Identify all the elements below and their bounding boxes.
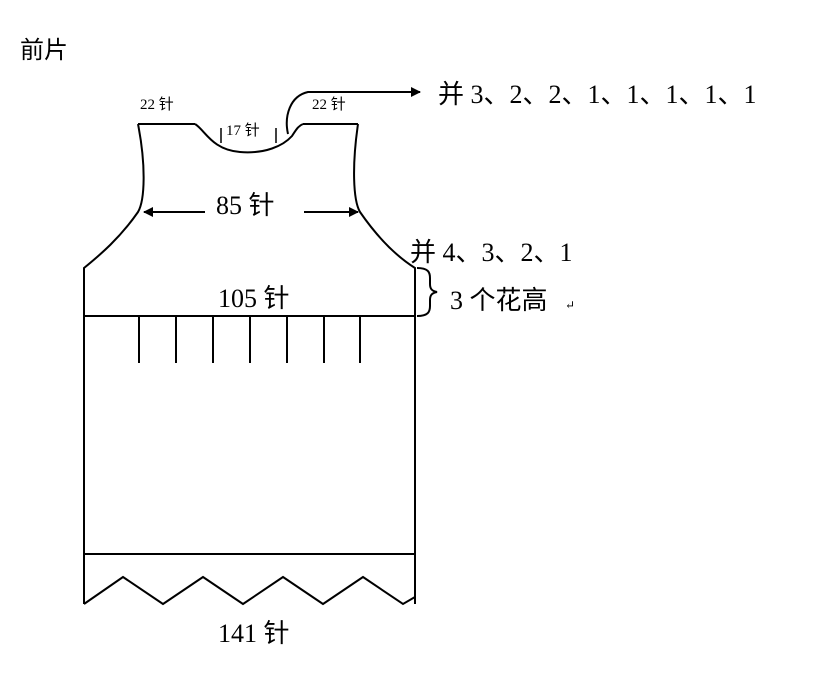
- left-armhole-side: [83, 123, 145, 604]
- hem-width-label: 141 针: [218, 619, 290, 648]
- body-width-label: 105 针: [218, 284, 290, 313]
- armhole-decrease-label: 并 4、3、2、1: [410, 238, 573, 267]
- neckline-curve: [194, 123, 304, 154]
- pattern-height-label: 3 个花高: [450, 286, 548, 315]
- right-armhole-side: [353, 123, 416, 604]
- shoulder-left-label: 22 针: [140, 96, 174, 113]
- chest-label: 85 针: [216, 191, 275, 220]
- shoulder-right-label: 22 针: [312, 96, 346, 113]
- neck-ticks: [220, 128, 277, 143]
- neck-decrease-label: 并 3、2、2、1、1、1、1、1: [438, 80, 757, 109]
- zigzag-hem: [83, 575, 416, 606]
- pattern-lines: [138, 316, 361, 363]
- diagram-title: 前片: [20, 37, 68, 64]
- pattern-height-brace: [416, 267, 438, 317]
- neck-label: 17 针: [226, 122, 260, 139]
- neck-decrease-arrow: [285, 87, 421, 135]
- return-mark: ↵: [565, 298, 575, 312]
